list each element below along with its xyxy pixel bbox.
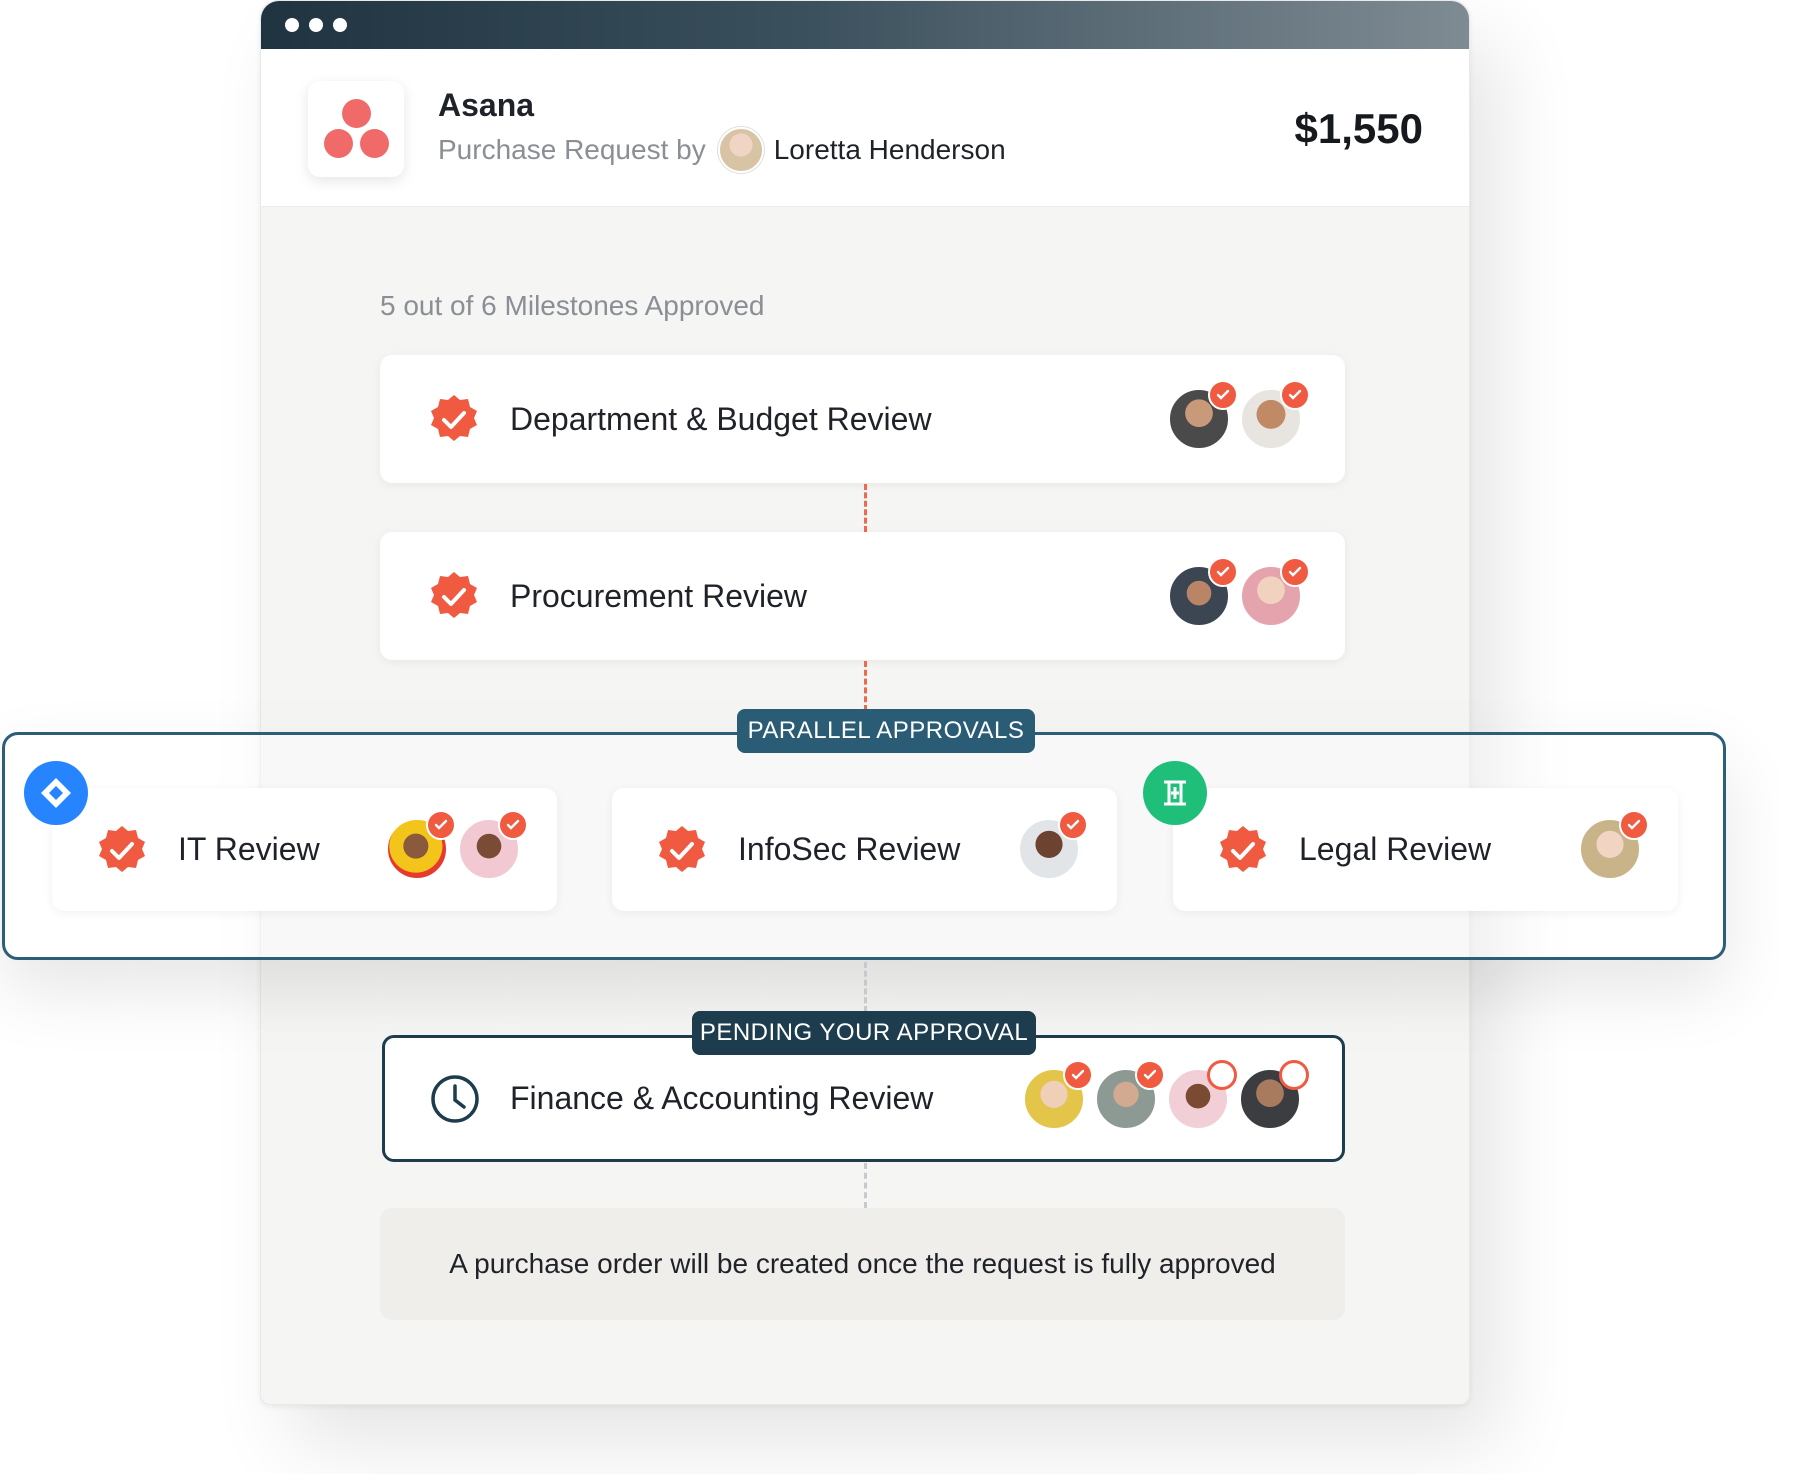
avatar[interactable] bbox=[1239, 557, 1310, 628]
avatar[interactable] bbox=[1167, 557, 1238, 628]
window-titlebar bbox=[261, 1, 1469, 49]
approved-badge-icon bbox=[99, 825, 145, 872]
avatar[interactable] bbox=[1017, 810, 1088, 881]
approved-badge-icon bbox=[1220, 825, 1266, 872]
avatar[interactable] bbox=[1238, 1060, 1309, 1131]
approver-avatars bbox=[377, 810, 528, 881]
pending-ring-icon bbox=[1279, 1060, 1309, 1090]
pending-approval-label: PENDING YOUR APPROVAL bbox=[692, 1011, 1036, 1055]
review-label: IT Review bbox=[178, 831, 320, 867]
approved-check-icon bbox=[498, 810, 528, 840]
milestone-progress: 5 out of 6 Milestones Approved bbox=[380, 290, 765, 321]
window-dot[interactable] bbox=[309, 18, 323, 32]
avatar[interactable] bbox=[1166, 1060, 1237, 1131]
parallel-approvals-label: PARALLEL APPROVALS bbox=[737, 709, 1035, 753]
approved-check-icon bbox=[426, 810, 456, 840]
jira-icon bbox=[24, 761, 88, 825]
window-dot[interactable] bbox=[333, 18, 347, 32]
approved-check-icon bbox=[1280, 380, 1310, 410]
approved-check-icon bbox=[1063, 1060, 1093, 1090]
approved-check-icon bbox=[1619, 810, 1649, 840]
parallel-review-card[interactable]: IT Review bbox=[52, 788, 557, 911]
approved-badge-icon bbox=[659, 825, 705, 872]
pending-review-label: Finance & Accounting Review bbox=[510, 1080, 934, 1116]
approver-avatars bbox=[1009, 810, 1088, 881]
approver-avatars bbox=[1159, 380, 1310, 451]
flow-connector bbox=[864, 962, 867, 1012]
request-amount: $1,550 bbox=[1294, 105, 1423, 152]
approver-avatars bbox=[1014, 1060, 1309, 1131]
approver-avatars bbox=[1159, 557, 1310, 628]
milestone-card[interactable]: Procurement Review bbox=[380, 532, 1345, 660]
approver-avatars bbox=[1570, 810, 1649, 881]
window-dot[interactable] bbox=[285, 18, 299, 32]
avatar[interactable] bbox=[457, 810, 528, 881]
requester-avatar[interactable] bbox=[717, 127, 764, 173]
review-label: Legal Review bbox=[1299, 831, 1492, 867]
approved-check-icon bbox=[1058, 810, 1088, 840]
avatar[interactable] bbox=[1094, 1060, 1165, 1131]
avatar[interactable] bbox=[385, 810, 456, 881]
pending-ring-icon bbox=[1207, 1060, 1237, 1090]
parallel-review-card[interactable]: InfoSec Review bbox=[612, 788, 1117, 911]
avatar[interactable] bbox=[1239, 380, 1310, 451]
avatar[interactable] bbox=[1022, 1060, 1093, 1131]
review-label: InfoSec Review bbox=[738, 831, 961, 867]
clock-icon bbox=[431, 1074, 479, 1123]
flow-connector bbox=[864, 661, 867, 711]
flow-connector bbox=[864, 1163, 867, 1208]
app-name: Asana bbox=[438, 87, 535, 123]
milestone-label: Procurement Review bbox=[510, 577, 807, 614]
approved-badge-icon bbox=[431, 572, 477, 618]
approved-check-icon bbox=[1208, 380, 1238, 410]
avatar[interactable] bbox=[1167, 380, 1238, 451]
request-header: Asana Purchase Request by Loretta Hender… bbox=[261, 49, 1469, 207]
request-byline: Purchase Request by Loretta Henderson bbox=[438, 125, 1006, 175]
flow-connector bbox=[864, 484, 867, 532]
milestone-label: Department & Budget Review bbox=[510, 400, 932, 437]
milestone-card[interactable]: Department & Budget Review bbox=[380, 355, 1345, 483]
requester-name[interactable]: Loretta Henderson bbox=[773, 134, 1006, 165]
parallel-review-card[interactable]: Legal Review bbox=[1173, 788, 1678, 911]
approved-check-icon bbox=[1280, 557, 1310, 587]
ironclad-icon bbox=[1143, 761, 1207, 825]
avatar[interactable] bbox=[1578, 810, 1649, 881]
approved-check-icon bbox=[1208, 557, 1238, 587]
purchase-order-note: A purchase order will be created once th… bbox=[380, 1208, 1345, 1320]
request-label: Purchase Request by bbox=[438, 134, 706, 165]
approved-check-icon bbox=[1135, 1060, 1165, 1090]
pending-review-card[interactable]: Finance & Accounting Review bbox=[382, 1035, 1345, 1162]
asana-logo-icon bbox=[308, 81, 404, 177]
approved-badge-icon bbox=[431, 395, 477, 441]
